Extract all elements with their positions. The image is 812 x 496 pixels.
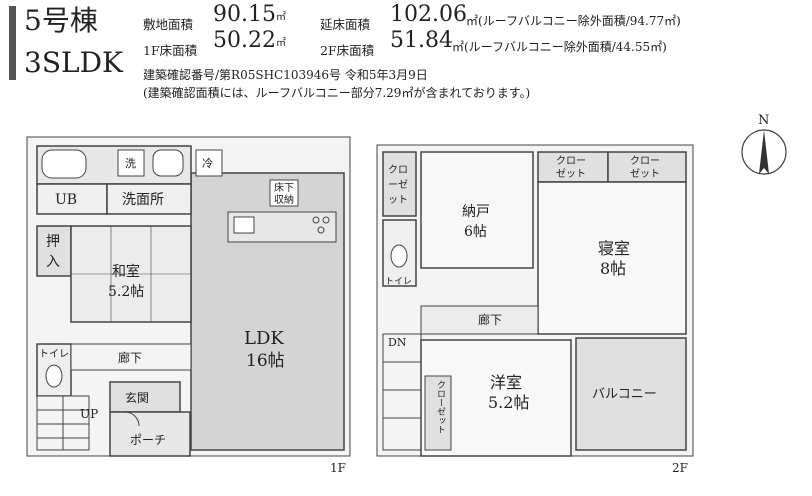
header: 5号棟 3SLDK 敷地面積 90.15 ㎡ 延床面積 102.06 ㎡(ルーフ… [0,0,812,110]
f1-area-value: 50.22 [213,28,276,53]
up-label: UP [80,407,98,421]
compass-north-label: N [758,113,769,128]
balcony-room [575,337,687,451]
nando-room [420,151,534,269]
floor-2-label: 2F [672,461,688,475]
closet-a-2f [537,151,609,183]
f2-area-note: ㎡(ルーフバルコニー除外面積/44.55㎡) [452,40,667,54]
stove-burner-3 [317,226,325,234]
oshiire-label-2: 入 [46,254,60,270]
closet-c-2f [424,375,452,451]
hallway-1f-label: 廊下 [118,350,142,365]
closet-left-2f [382,151,417,217]
wash-basin [152,149,184,177]
door-swing [124,411,140,427]
oshiire-label-1: 押 [46,234,60,250]
f1-area-unit: ㎡ [276,38,286,49]
north-arrow-icon [759,130,769,174]
oshiire-closet [36,225,72,277]
permit-note: (建築確認面積には、ルーフバルコニー部分7.29㎡が含まれております。) [143,86,531,100]
stove-burner-2 [322,216,330,224]
shinshitsu-size: 8帖 [600,259,626,278]
washitsu-name: 和室 [112,263,140,280]
building-number: 5号棟 [24,4,98,37]
toilet-2f-label: トイレ [385,277,412,287]
layout-type: 3SLDK [24,46,123,79]
nando-size: 6帖 [464,224,487,240]
wash-mark: 洗 [125,157,136,170]
toilet-bowl [45,364,63,388]
fridge-mark: 冷 [202,157,213,170]
closet-a-label-1: クロー [556,155,586,167]
youshitsu-size: 5.2帖 [488,393,529,412]
storage-label-2: 収納 [274,193,294,206]
closet-b-label-1: クロー [630,155,660,167]
closet-c-label: クローゼット [435,380,446,434]
balcony-label: バルコニー [592,387,657,402]
youshitsu-name: 洋室 [490,373,522,392]
stove-burner-1 [312,216,320,224]
washroom-label: 洗面所 [122,192,164,208]
closet-a-label-2: ゼット [556,168,586,180]
closet-b-label-2: ゼット [630,168,660,180]
compass: N [741,113,787,175]
accent-bar [9,6,16,80]
washitsu-size: 5.2帖 [108,284,144,300]
washing-machine-space [117,149,145,177]
hallway-1f [70,343,192,371]
dn-label: DN [388,336,407,349]
ldk-name: LDK [244,328,284,349]
storage-label-1: 床下 [274,181,294,194]
closet-left-label-1: クロ [388,164,408,176]
shinshitsu-room [537,181,687,335]
f2-area-value: 51.84 [390,28,453,53]
floor-1-plan [26,136,351,457]
nando-name: 納戸 [462,204,490,220]
hallway-2f [420,305,539,335]
toilet-bowl-2f [390,244,408,268]
washroom [106,183,192,215]
closet-left-label-2: ーゼ [388,179,408,191]
bathtub [41,149,87,179]
genkan-label: 玄関 [125,390,149,405]
shinshitsu-name: 寝室 [598,239,630,258]
hallway-2f-label: 廊下 [478,312,502,327]
closet-b-2f [607,151,687,183]
site-area-value: 90.15 [213,2,276,27]
site-area-label: 敷地面積 [143,17,194,32]
floor-1-label: 1F [330,461,346,475]
floor-2-plan [376,144,694,457]
toilet-1f-label: トイレ [39,349,69,360]
porch-label: ポーチ [130,433,166,447]
stairs-1f [36,395,90,451]
closet-left-label-3: ット [388,195,408,206]
f1-area-label: 1F床面積 [143,43,198,58]
underfloor-storage [269,179,299,207]
permit-number: 建築確認番号/第R05SHC103946号 令和5年3月9日 [143,68,428,82]
floor-area-note: ㎡(ルーフバルコニー除外面積/94.77㎡) [466,14,681,28]
fridge-space [195,149,223,177]
floor-area-label: 延床面積 [320,17,371,32]
ub-label: UB [55,192,77,208]
stairs-2f [382,333,422,451]
porch [109,411,191,457]
site-area-unit: ㎡ [276,12,286,23]
floor-area-value: 102.06 [390,2,467,27]
f2-area-label: 2F床面積 [320,43,375,58]
kitchen-sink [233,216,255,234]
ldk-size: 16帖 [246,351,285,371]
